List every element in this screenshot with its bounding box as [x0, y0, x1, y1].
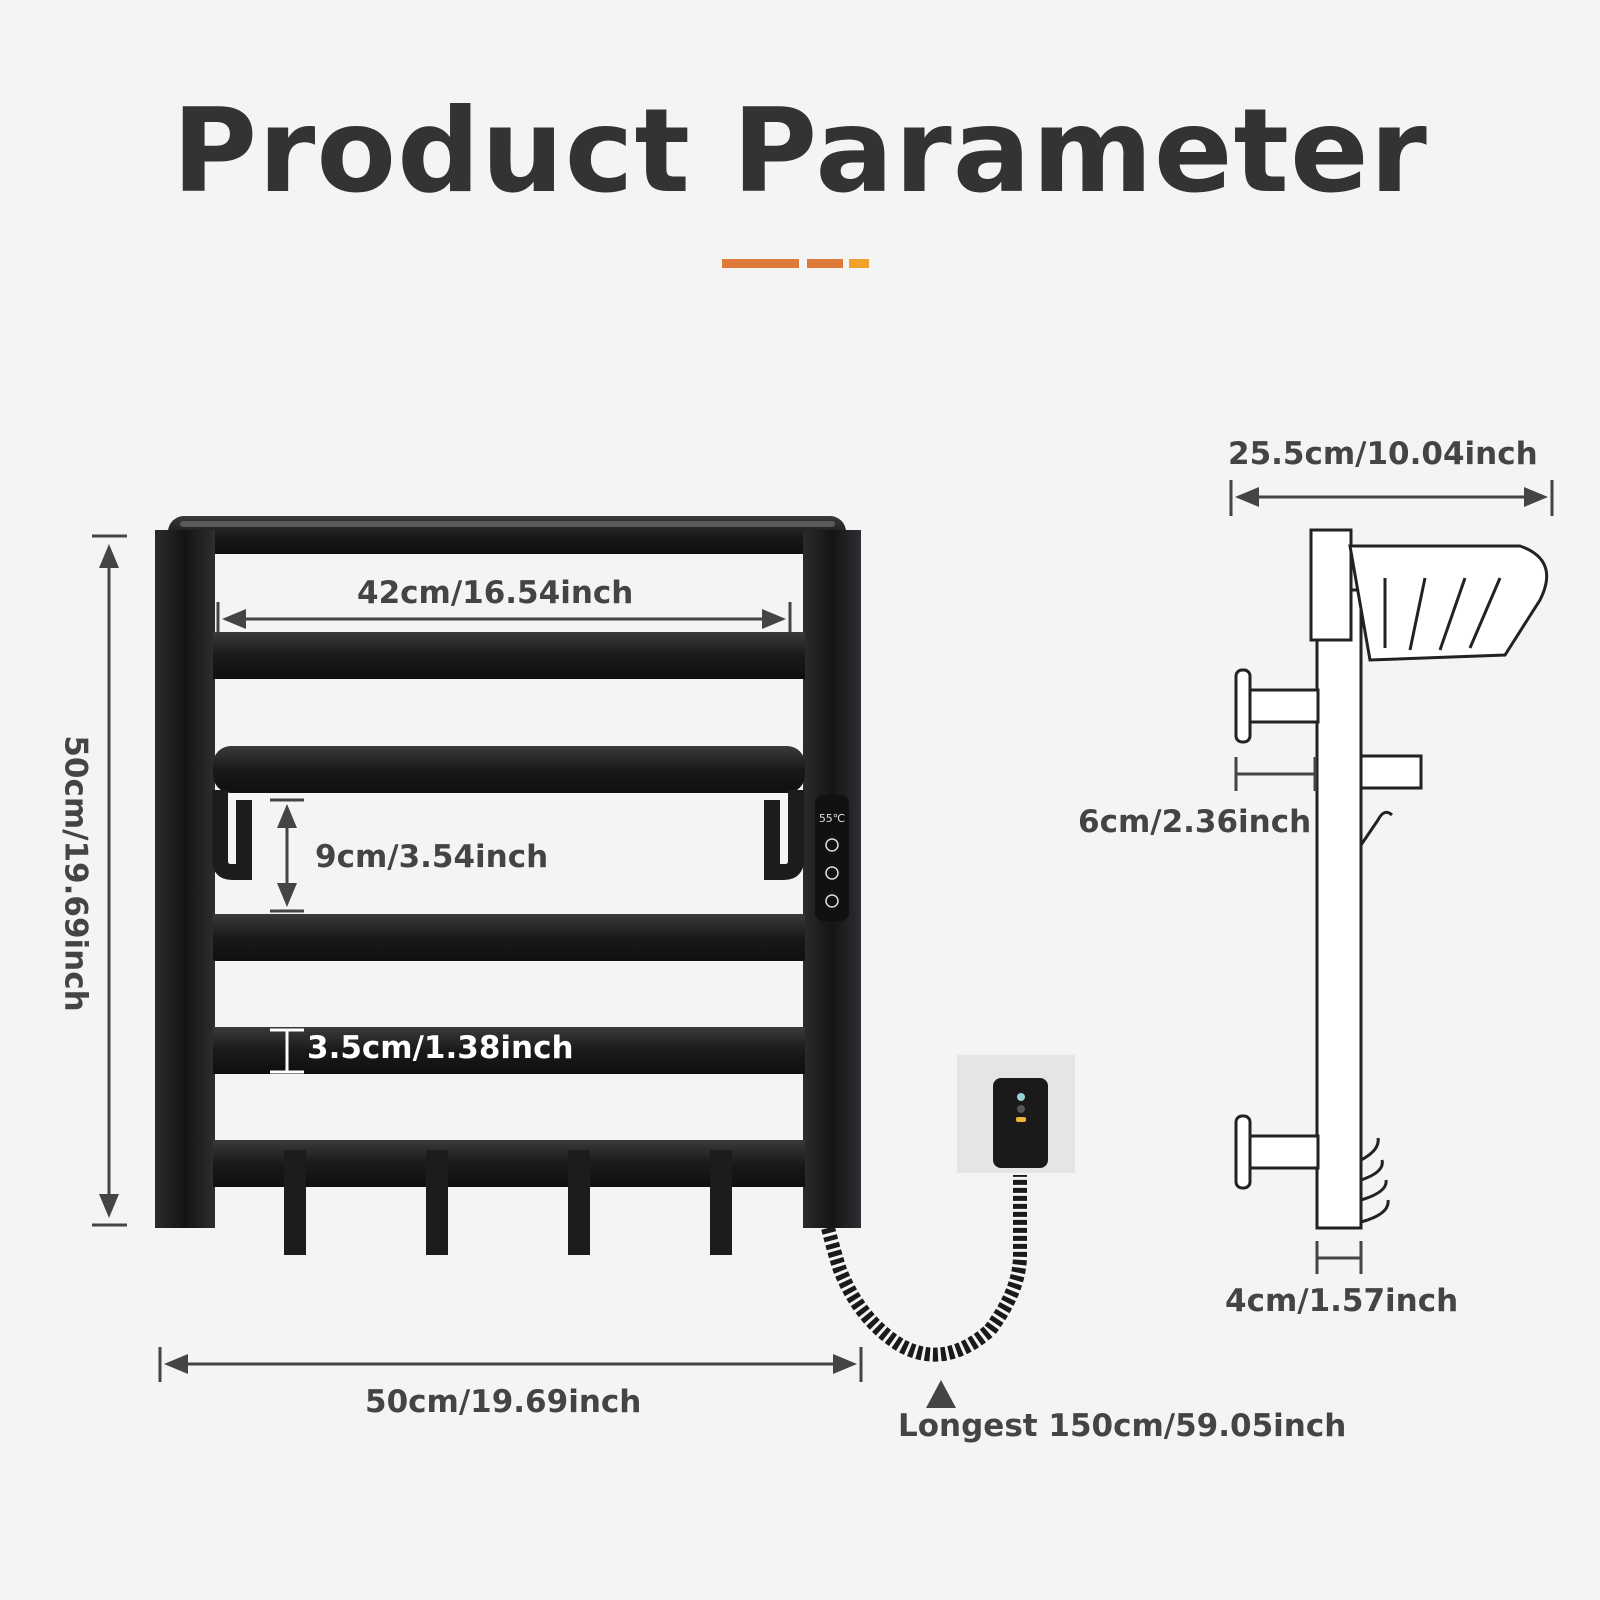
width-label: 50cm/19.69inch [365, 1384, 642, 1420]
front-dimension-lines [92, 534, 956, 1408]
display-icon: 55℃ [819, 812, 845, 825]
temperature-icon [825, 866, 839, 880]
inner-width-arrow-right [762, 609, 786, 629]
towel-rack-side-view [1234, 528, 1549, 1230]
power-icon [825, 894, 839, 908]
plug-led-3 [1016, 1117, 1026, 1122]
cord-pointer-triangle [926, 1380, 956, 1408]
coiled-cord [821, 1175, 1027, 1362]
title-accent-dash-3 [849, 259, 869, 268]
side-peg-lower [1248, 1134, 1320, 1170]
cord-length-label: Longest 150cm/59.05inch [898, 1408, 1347, 1444]
height-arrow-bottom [99, 1194, 119, 1218]
bar-5 [213, 1140, 805, 1187]
side-shelf [1348, 544, 1549, 662]
height-arrow-top [99, 544, 119, 568]
title-accent-dash-2 [807, 259, 843, 268]
depth-label: 25.5cm/10.04inch [1228, 436, 1538, 472]
bar-thickness-label: 3.5cm/1.38inch [307, 1030, 574, 1066]
width-arrow-left [164, 1354, 188, 1374]
hook-depth-label: 6cm/2.36inch [1078, 804, 1312, 840]
side-peg-lower-cap [1234, 1114, 1252, 1190]
side-shelf-slats [1383, 577, 1502, 651]
inner-width-arrow-left [222, 609, 246, 629]
height-label: 50cm/19.69inch [57, 735, 94, 1012]
spacing-arrow-bottom [277, 883, 297, 907]
control-panel [815, 795, 849, 921]
side-dimension-lines [1229, 480, 1554, 1274]
width-arrow-right [833, 1354, 857, 1374]
side-peg-upper [1248, 688, 1320, 724]
bottom-hooks [284, 1150, 732, 1255]
plug-led-2 [1017, 1105, 1025, 1113]
depth-arrow-left [1235, 487, 1259, 507]
inner-width-label: 42cm/16.54inch [357, 575, 634, 611]
title-accent-dash-1 [722, 259, 799, 268]
bar-1 [213, 632, 805, 679]
plug-led-1 [1017, 1093, 1025, 1101]
bar-spacing-label: 9cm/3.54inch [315, 839, 549, 875]
depth-arrow-right [1524, 487, 1548, 507]
towel-rack-front-view: 55℃ [155, 516, 1075, 1362]
hook-left-upper [212, 790, 252, 880]
bar-2 [213, 746, 805, 793]
bar-3 [213, 914, 805, 961]
side-hooks-bottom [1360, 1137, 1390, 1224]
bar-4 [213, 1027, 805, 1074]
side-peg-upper-cap [1234, 668, 1252, 744]
plug [993, 1078, 1048, 1168]
side-knob [1359, 754, 1423, 790]
side-frame [1315, 588, 1363, 1230]
clock-icon [825, 838, 839, 852]
side-top-mount [1309, 528, 1353, 642]
frame-thickness-label: 4cm/1.57inch [1225, 1283, 1459, 1319]
top-shelf-highlight [180, 521, 835, 527]
spacing-arrow-top [277, 804, 297, 828]
page-title: Product Parameter [172, 84, 1428, 219]
side-hook-small [1359, 810, 1393, 846]
hook-right-upper [764, 790, 804, 880]
left-post [155, 530, 215, 1228]
